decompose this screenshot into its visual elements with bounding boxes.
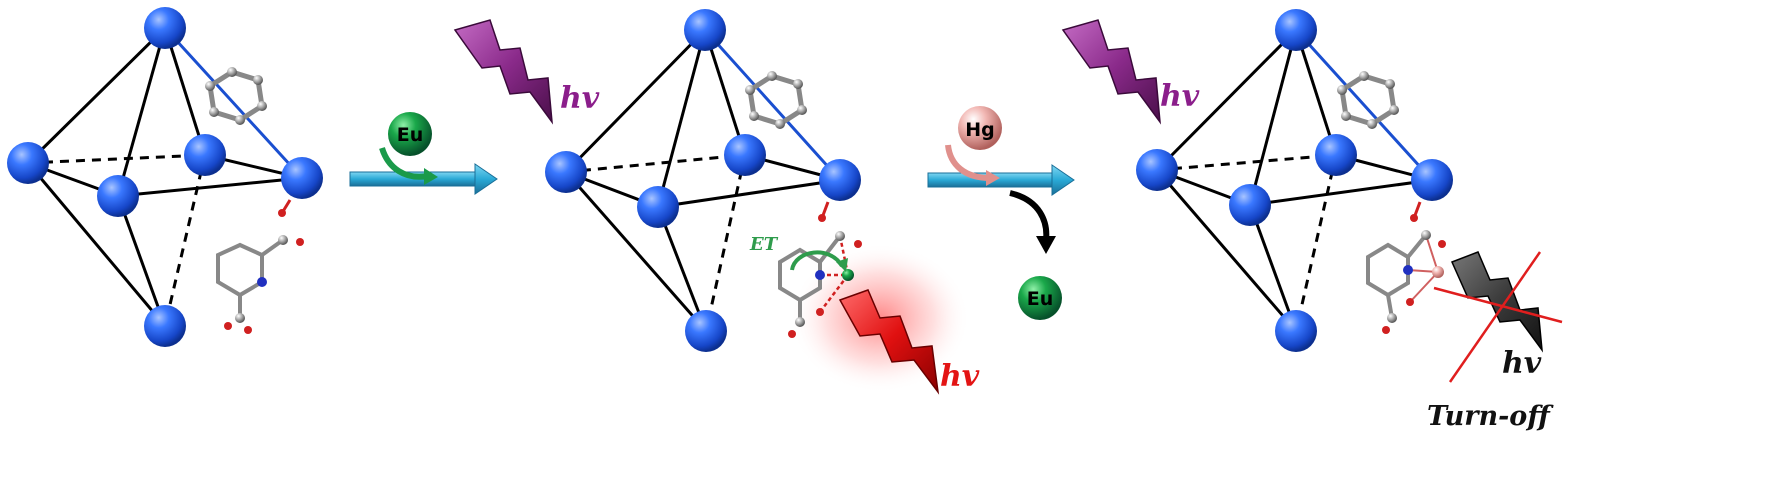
eu-ion-sphere: Eu xyxy=(388,112,432,156)
eu-released-label: Eu xyxy=(1027,288,1054,310)
hg-insertion-arrowhead xyxy=(986,170,1000,186)
hv-label-quenched: hv xyxy=(1502,346,1542,381)
octahedron-edges-3 xyxy=(1155,28,1433,332)
benzene-atoms-3 xyxy=(1337,71,1399,129)
metal-nodes-1 xyxy=(7,7,323,347)
turn-off-label: Turn-off xyxy=(1427,401,1554,432)
cross-line-1 xyxy=(1433,286,1563,324)
eu-release-arrowhead xyxy=(1036,236,1056,254)
hg-coordinated-atom xyxy=(1432,266,1444,278)
cross-line-2 xyxy=(1448,251,1542,383)
metal-nodes-2 xyxy=(545,9,861,352)
octahedron-panel-3: hv Turn-off xyxy=(1136,9,1563,432)
eu-insertion-curve xyxy=(379,146,429,180)
hg-ion-sphere: Hg xyxy=(958,106,1002,150)
octahedron-panel-2: ET hv xyxy=(545,9,980,395)
energy-transfer-arrow xyxy=(790,250,844,271)
et-label: ET xyxy=(749,234,779,255)
eu-released-sphere: Eu xyxy=(1018,276,1062,320)
linker-bond-1 xyxy=(163,26,304,180)
octahedron-hidden-edges-2 xyxy=(565,153,747,332)
metal-nodes-3 xyxy=(1136,9,1453,352)
eu-coordinated-atom xyxy=(842,269,854,281)
octahedron-panel-1 xyxy=(7,7,323,347)
hv-label-emission: hv xyxy=(940,359,980,394)
benzene-atoms-1 xyxy=(205,67,267,125)
hg-ion-label: Hg xyxy=(965,119,995,141)
linker-bond-2 xyxy=(703,28,842,182)
octahedron-hidden-edges-1 xyxy=(27,153,207,327)
hv-label-excitation-2: hv xyxy=(1160,79,1200,114)
reaction-arrow-2 xyxy=(927,164,1075,196)
pyridine-eu-complex xyxy=(778,201,862,338)
hg-insertion-curve xyxy=(945,144,991,181)
eu-insertion-arrowhead xyxy=(424,168,438,185)
octahedron-edges-1 xyxy=(26,26,303,327)
pyridine-ligand-1 xyxy=(216,199,304,334)
quenched-bolt-icon xyxy=(1450,251,1544,353)
linker-bond-3 xyxy=(1294,28,1434,182)
eu-release-curve xyxy=(1009,190,1050,241)
energy-transfer-arrowhead xyxy=(836,258,848,272)
pyridine-hg-complex xyxy=(1366,201,1446,334)
benzene-atoms-2 xyxy=(745,71,807,129)
hv-label-excitation-1: hv xyxy=(560,81,600,116)
emission-bolt-icon xyxy=(838,289,940,395)
eu-ion-label: Eu xyxy=(397,124,424,146)
lightning-bolt-icon-2 xyxy=(1061,19,1161,125)
octahedron-hidden-edges-3 xyxy=(1156,153,1338,332)
lightning-bolt-icon xyxy=(453,19,553,125)
